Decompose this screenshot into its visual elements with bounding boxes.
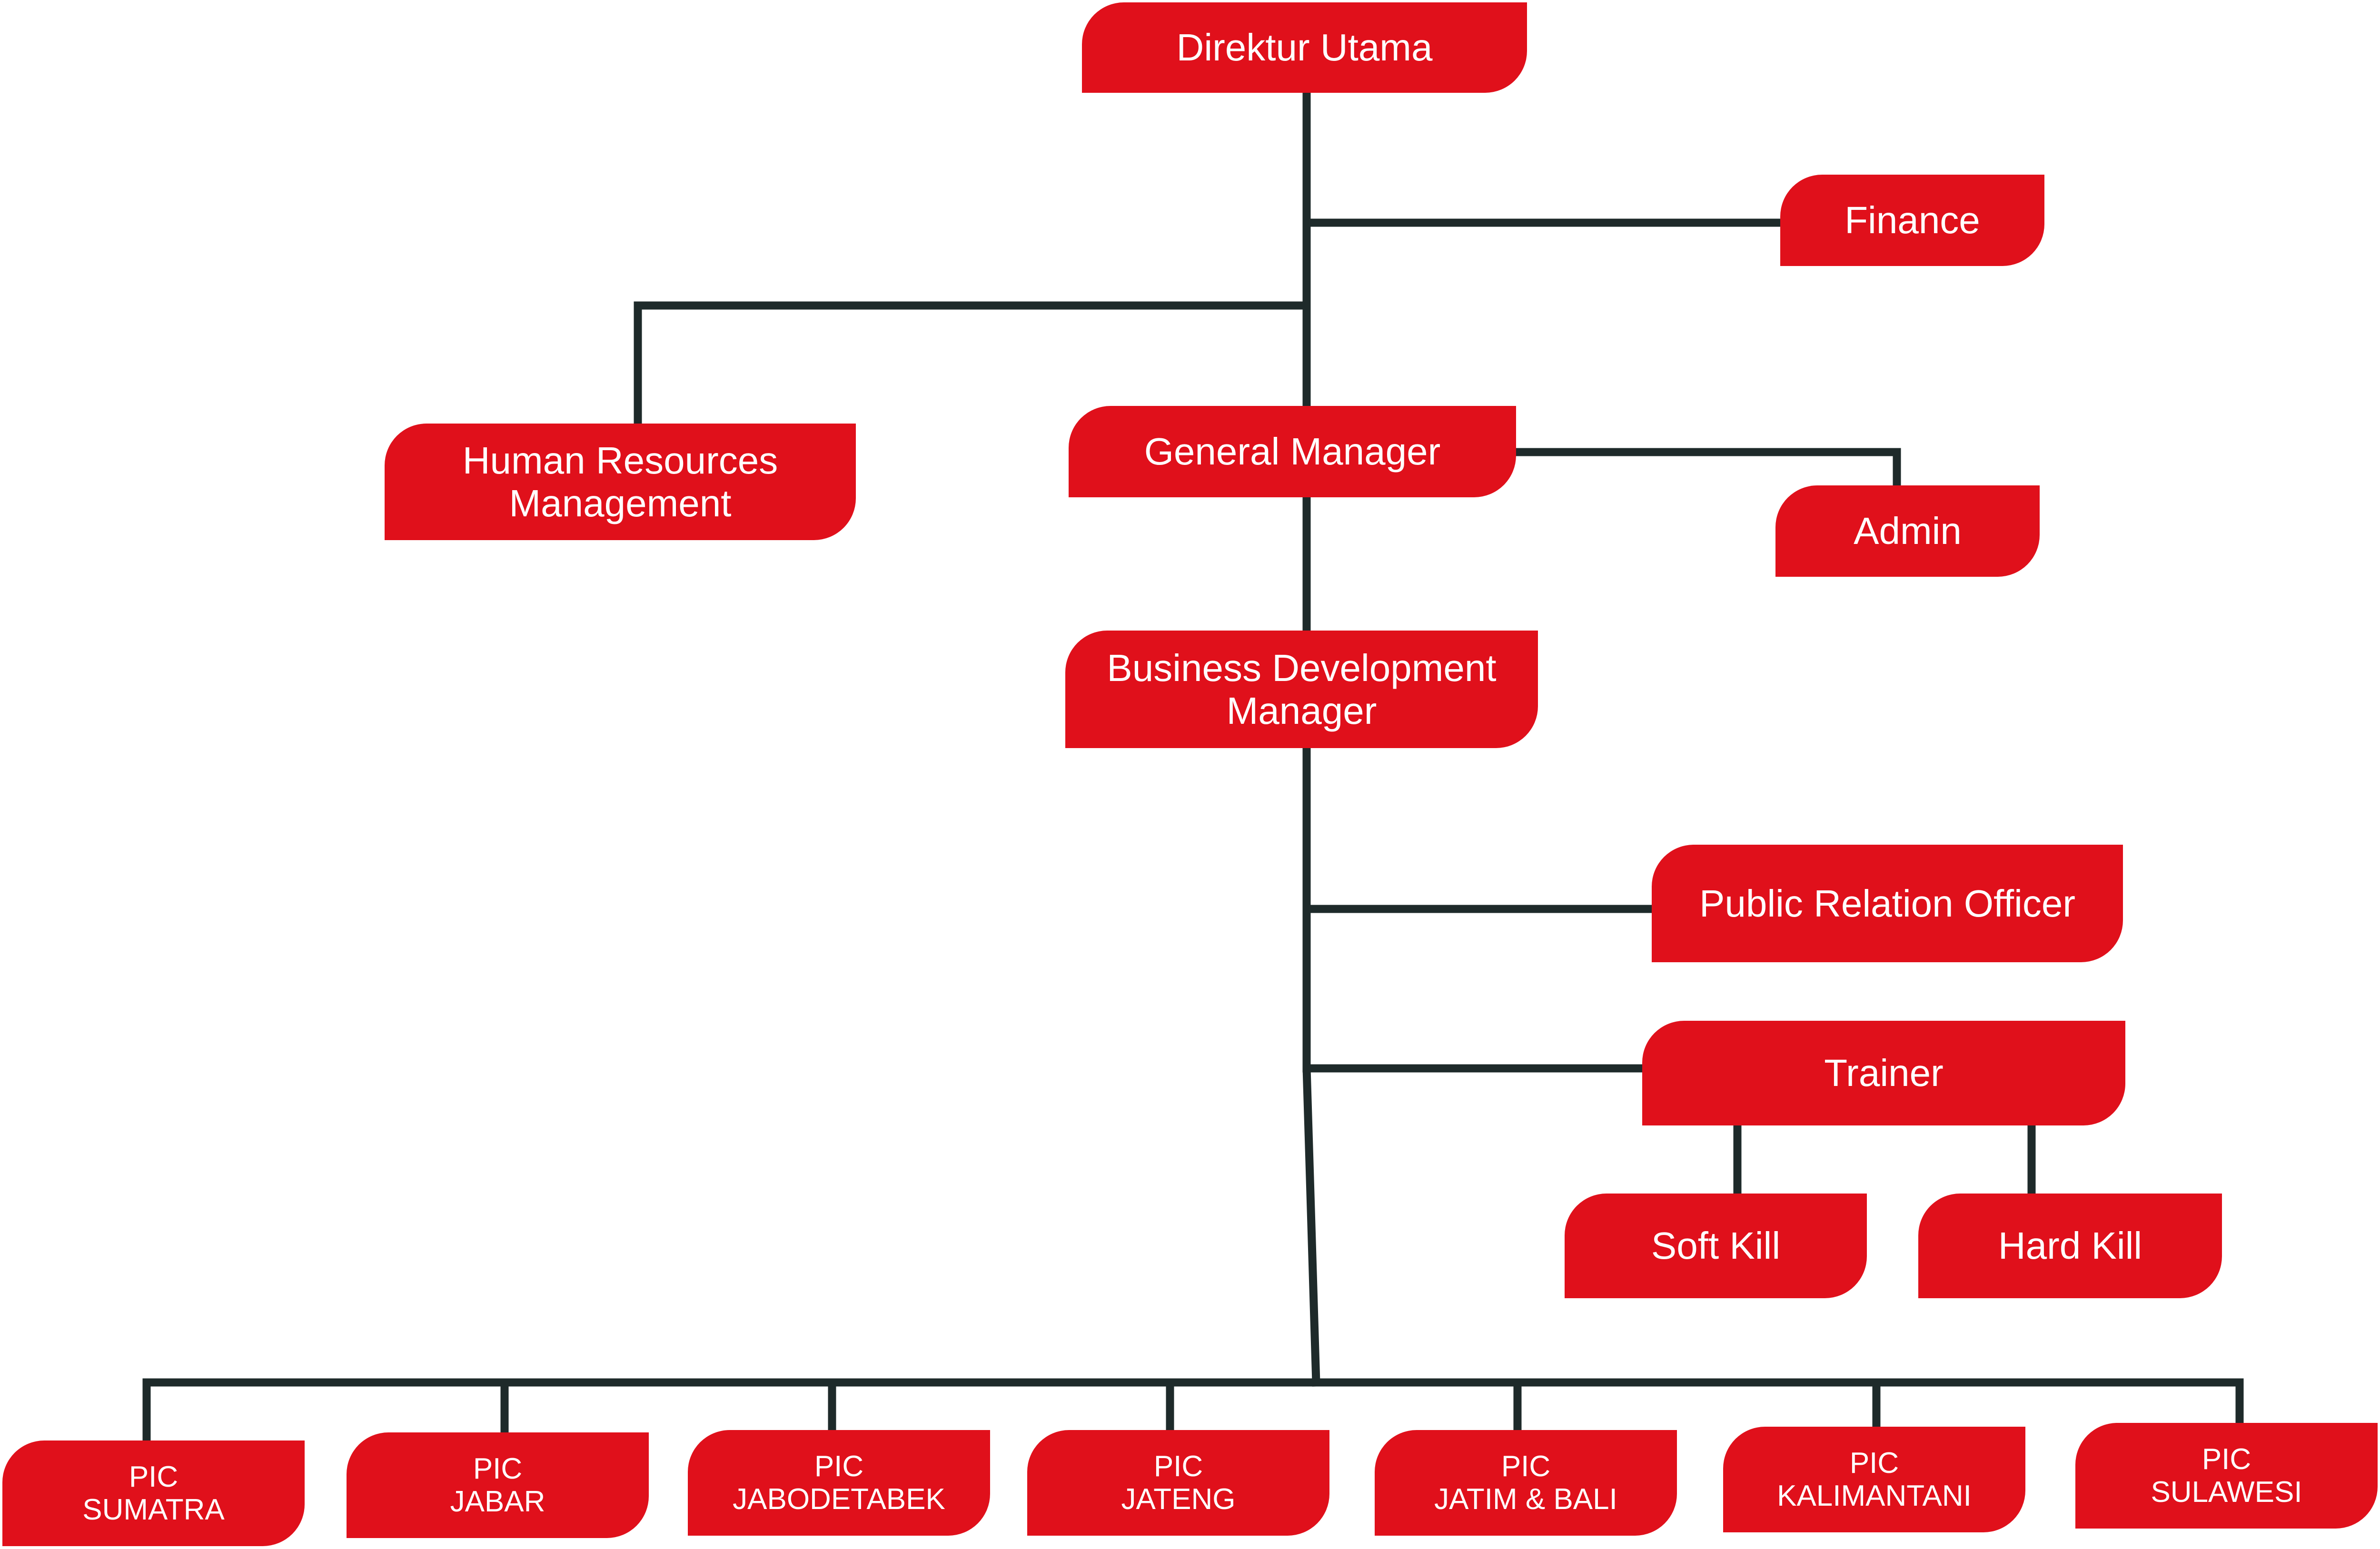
connector-hrm	[634, 301, 1311, 428]
node-label-line: KALIMANTANI	[1777, 1480, 1972, 1512]
node-label-line: Trainer	[1824, 1052, 1944, 1095]
node-label-line: General Manager	[1144, 430, 1441, 473]
node-label-line: PIC	[129, 1460, 178, 1493]
node-label-line: SULAWESI	[2151, 1476, 2302, 1509]
node-label-line: JATENG	[1121, 1483, 1236, 1516]
node-trainer: Trainer	[1642, 1021, 2125, 1125]
node-label-line: JABAR	[450, 1485, 545, 1518]
node-softkill: Soft Kill	[1565, 1194, 1867, 1298]
connector-admin	[1512, 448, 1901, 490]
node-admin: Admin	[1775, 485, 2040, 577]
node-label-line: Human Resources	[462, 439, 778, 482]
node-label-line: Business Development	[1107, 646, 1497, 689]
node-label-line: Admin	[1854, 510, 1962, 553]
node-label-line: PIC	[1153, 1450, 1203, 1483]
node-label-line: JATIM & BALI	[1434, 1483, 1617, 1516]
node-label-line: PIC	[473, 1452, 523, 1485]
node-finance: Finance	[1780, 175, 2044, 266]
node-label-line: PIC	[2202, 1442, 2251, 1476]
node-label-line: PIC	[814, 1450, 864, 1483]
node-label-line: PIC	[1849, 1446, 1899, 1480]
node-label-line: Direktur Utama	[1176, 26, 1433, 69]
node-label-line: Hard Kill	[1998, 1224, 2142, 1267]
node-gm: General Manager	[1069, 406, 1516, 497]
node-hardkill: Hard Kill	[1918, 1194, 2222, 1298]
node-label-line: PIC	[1501, 1450, 1551, 1483]
node-label-line: Manager	[1226, 689, 1377, 732]
connector-pic-bus	[142, 1378, 2244, 1445]
node-label-line: SUMATRA	[82, 1493, 225, 1526]
node-label-line: Management	[509, 482, 732, 524]
node-pro: Public Relation Officer	[1652, 845, 2123, 962]
node-label-line: Finance	[1844, 199, 1980, 242]
node-label-line: Public Relation Officer	[1699, 882, 2075, 925]
node-label-line: JABODETABEK	[733, 1483, 945, 1516]
node-direktur: Direktur Utama	[1082, 2, 1527, 93]
node-label-line: Soft Kill	[1651, 1224, 1781, 1267]
